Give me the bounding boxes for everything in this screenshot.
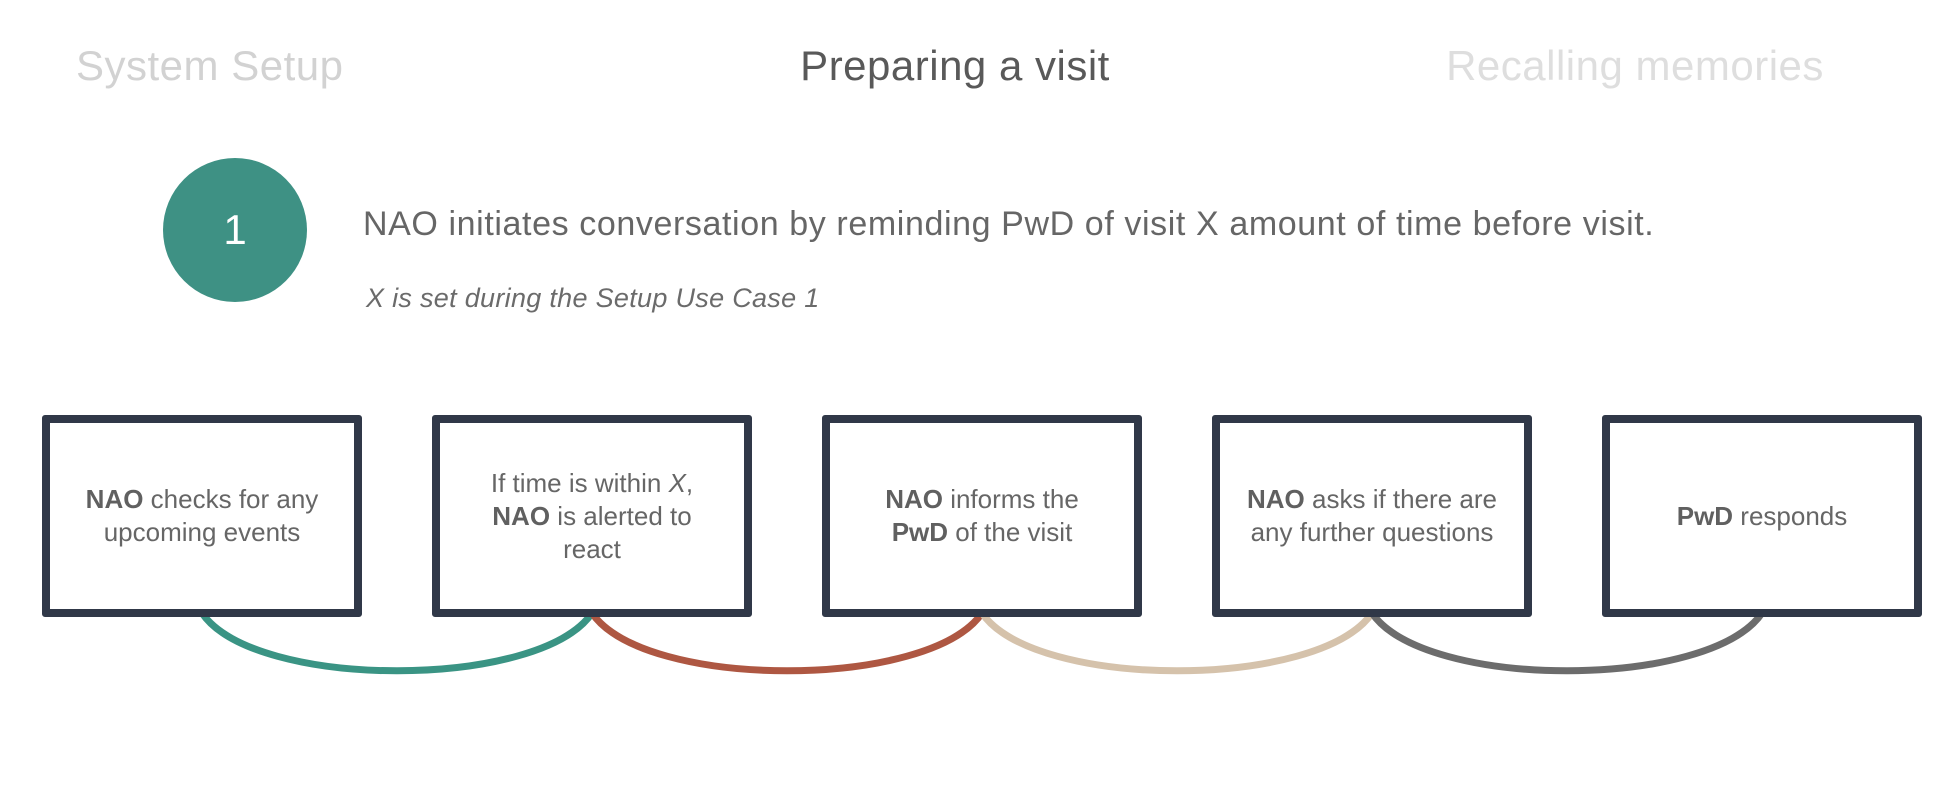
flow-step-text: NAO checks for any upcoming events xyxy=(74,483,330,549)
flow-step-box-5: PwD responds xyxy=(1602,415,1922,617)
flow-step-text: NAO informs the PwD of the visit xyxy=(854,483,1110,549)
connector-3-4 xyxy=(978,609,1376,675)
tab-system-setup[interactable]: System Setup xyxy=(76,42,344,89)
flow-step-text: If time is within X, NAO is alerted to r… xyxy=(464,467,720,566)
text-segment: X xyxy=(668,467,686,498)
flow-step-box-4: NAO asks if there are any further questi… xyxy=(1212,415,1532,617)
text-segment: asks if there are any further questions xyxy=(1250,484,1497,547)
text-segment: NAO xyxy=(885,484,943,514)
tab-preparing-a-visit[interactable]: Preparing a visit xyxy=(800,42,1110,89)
text-segment: If time is within xyxy=(490,467,669,498)
flow-step-box-2: If time is within X, NAO is alerted to r… xyxy=(432,415,752,617)
step-note: X is set during the Setup Use Case 1 xyxy=(366,283,820,313)
flow-step-text: PwD responds xyxy=(1677,500,1848,533)
connector-4-5 xyxy=(1368,609,1766,675)
text-segment: PwD xyxy=(891,517,949,547)
text-segment: PwD xyxy=(1676,500,1734,531)
tab-recalling-memories[interactable]: Recalling memories xyxy=(1446,42,1824,89)
connector-2-3 xyxy=(588,609,986,675)
step-number-badge: 1 xyxy=(163,158,307,302)
flow-step-box-1: NAO checks for any upcoming events xyxy=(42,415,362,617)
connector-1-2 xyxy=(198,609,596,675)
text-segment: NAO xyxy=(492,500,551,531)
text-segment: , xyxy=(685,467,694,498)
text-segment: NAO xyxy=(85,484,144,514)
text-segment: NAO xyxy=(1247,484,1305,514)
flow-step-text: NAO asks if there are any further questi… xyxy=(1244,483,1500,549)
text-segment: responds xyxy=(1733,500,1848,531)
text-segment: is alerted to react xyxy=(550,500,692,564)
text-segment: of the visit xyxy=(948,517,1073,547)
step-number: 1 xyxy=(223,206,247,253)
text-segment: checks for any upcoming events xyxy=(103,484,319,547)
text-segment: informs the xyxy=(942,484,1079,514)
flow-step-box-3: NAO informs the PwD of the visit xyxy=(822,415,1142,617)
step-title: NAO initiates conversation by reminding … xyxy=(363,205,1655,243)
flow-diagram: NAO checks for any upcoming events If ti… xyxy=(0,415,1922,617)
